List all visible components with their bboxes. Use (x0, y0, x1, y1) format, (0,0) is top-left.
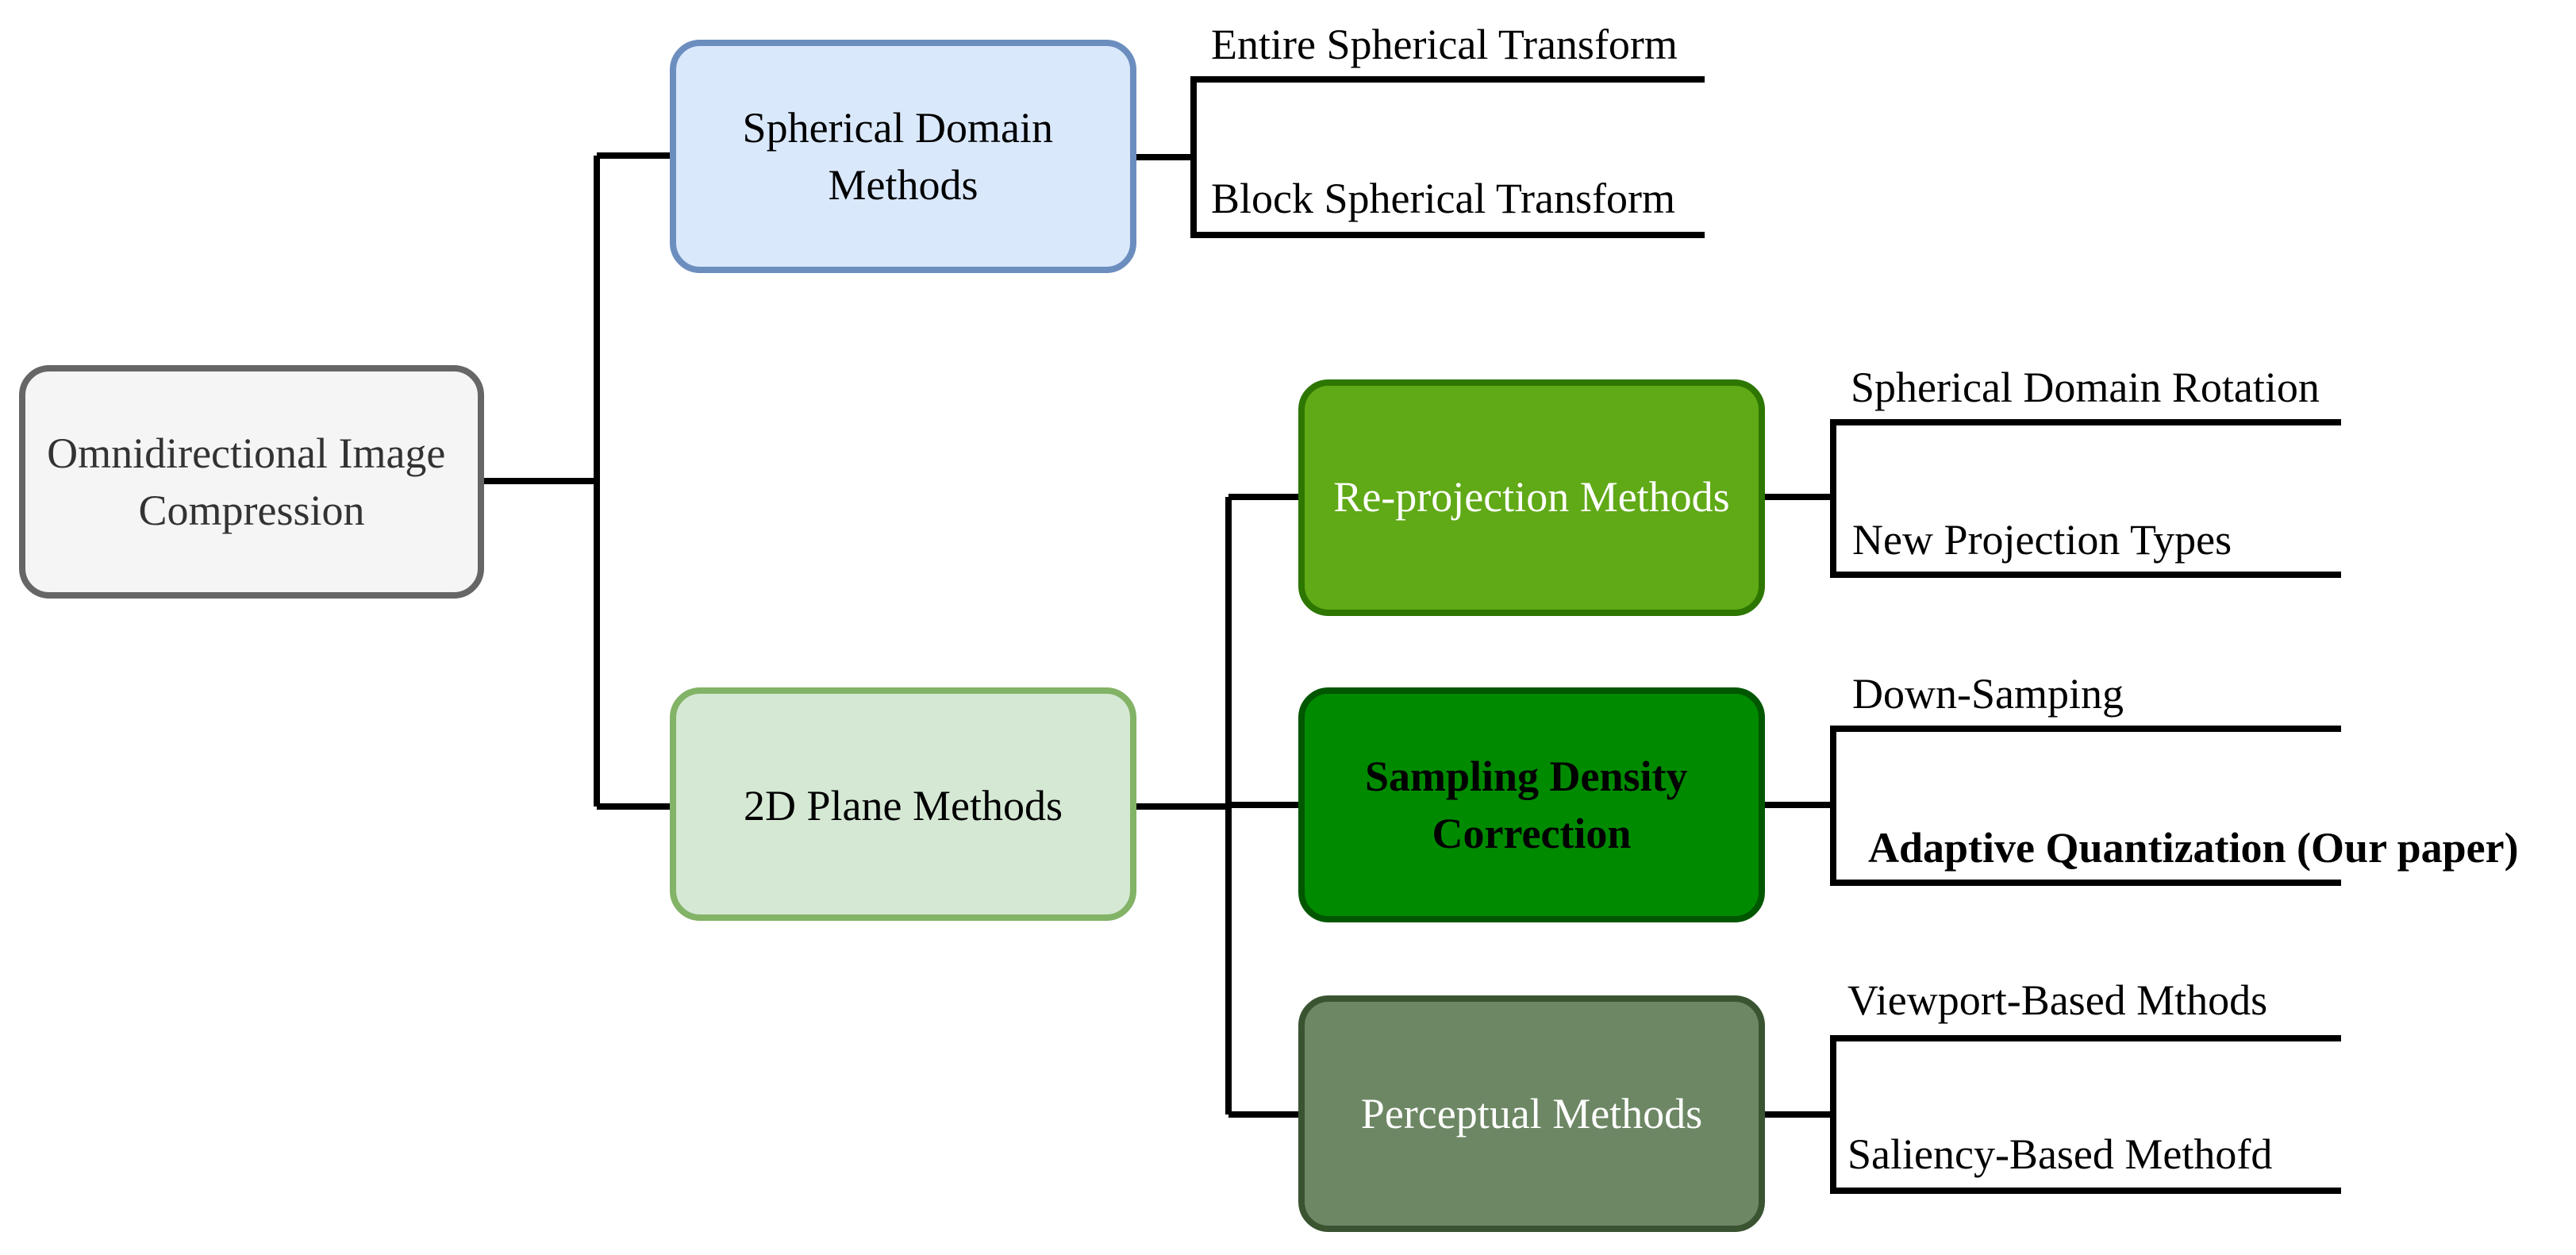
node-root-box (19, 365, 484, 599)
connector-sampling-bracket (1830, 726, 2341, 886)
node-sampling-density: Sampling Density Correction (1298, 687, 1765, 922)
node-sampling-density-label: Sampling Density Correction (1365, 753, 1698, 857)
level2-leaf-connectors (1763, 419, 2341, 1194)
node-root: Omnidirectional Image Compression (19, 365, 484, 599)
leaf-new-projection-types: New Projection Types (1852, 516, 2232, 564)
node-reprojection-label: Re-projection Methods (1333, 473, 1729, 521)
node-perceptual: Perceptual Methods (1298, 995, 1765, 1232)
node-sampling-density-box (1298, 687, 1765, 922)
connector-spherical-bracket (1190, 76, 1705, 238)
node-spherical-domain: Spherical Domain Methods (670, 40, 1136, 273)
node-spherical-domain-label: Spherical Domain Methods (743, 104, 1064, 209)
leaf-viewport-based-methods: Viewport-Based Mthods (1847, 976, 2267, 1024)
leaf-saliency-based-methods: Saliency-Based Methofd (1847, 1130, 2272, 1178)
spherical-leaf-connectors (1135, 76, 1705, 238)
node-root-label: Omnidirectional Image Compression (47, 429, 456, 534)
node-reprojection: Re-projection Methods (1298, 379, 1765, 616)
node-2d-plane-label: 2D Plane Methods (744, 782, 1063, 830)
node-spherical-domain-box (670, 40, 1136, 273)
node-2d-plane: 2D Plane Methods (670, 687, 1136, 921)
leaf-spherical-domain-rotation: Spherical Domain Rotation (1851, 364, 2320, 411)
root-connectors (483, 152, 673, 810)
leaf-labels: Entire Spherical Transform Block Spheric… (1211, 21, 2519, 1178)
node-perceptual-label: Perceptual Methods (1361, 1090, 1702, 1138)
node-2d-plane-box (670, 687, 1136, 921)
leaf-down-samping: Down-Samping (1852, 670, 2124, 718)
leaf-block-spherical-transform: Block Spherical Transform (1211, 175, 1675, 222)
node-perceptual-box (1298, 995, 1765, 1232)
leaf-adaptive-quantization: Adaptive Quantization (Our paper) (1868, 824, 2519, 872)
node-reprojection-box (1298, 379, 1765, 616)
connector-reprojection-bracket (1830, 419, 2341, 578)
connector-perceptual-bracket (1830, 1035, 2341, 1194)
leaf-entire-spherical-transform: Entire Spherical Transform (1211, 21, 1678, 68)
plane-connectors (1135, 494, 1301, 1118)
